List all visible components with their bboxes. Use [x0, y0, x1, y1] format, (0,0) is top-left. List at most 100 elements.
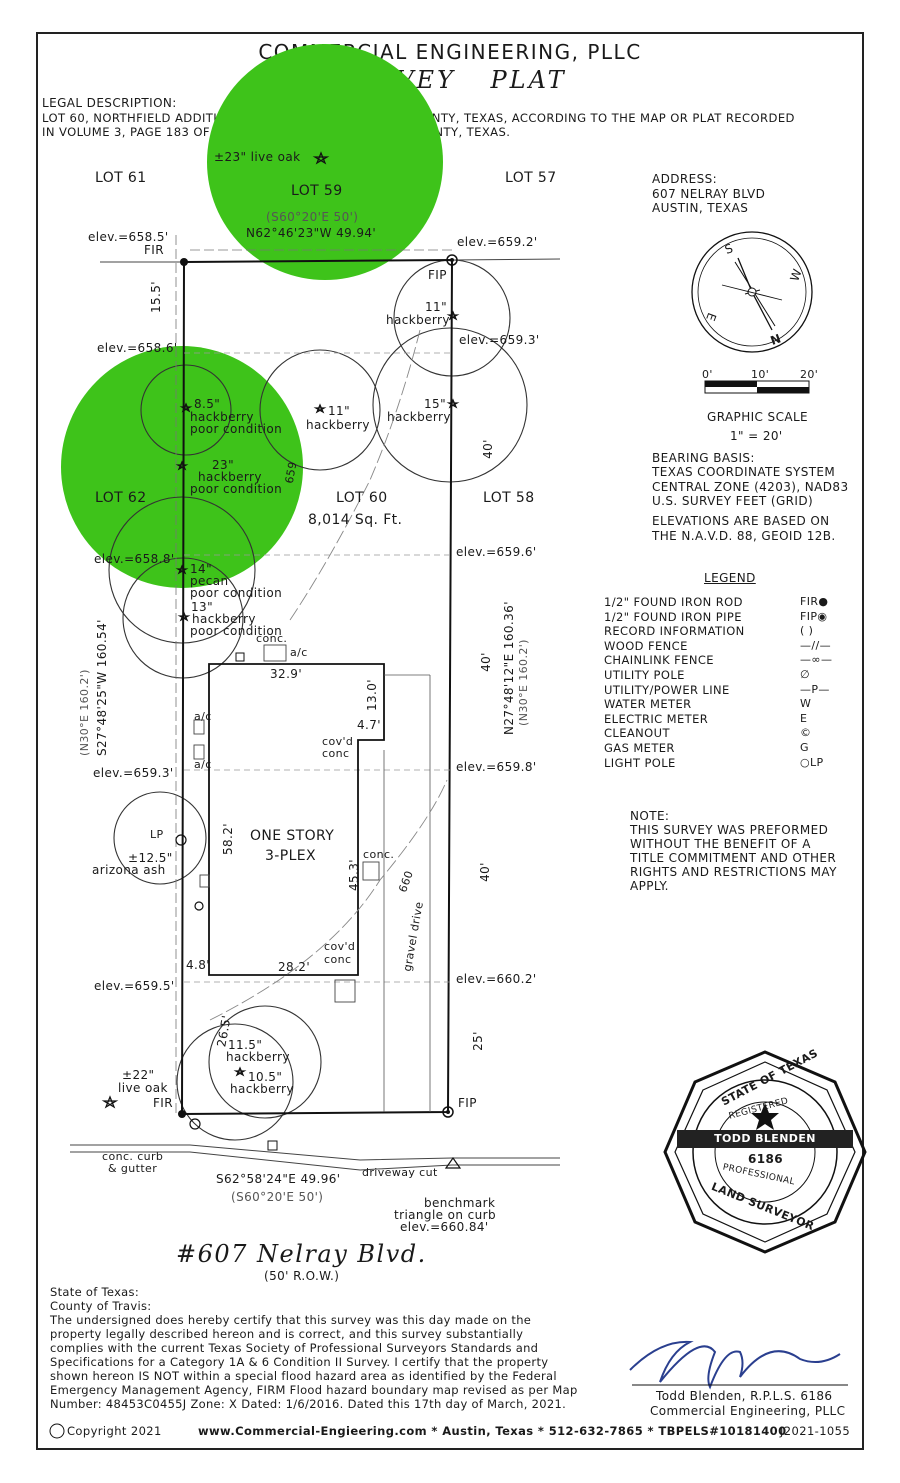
signature-stroke [629, 1340, 841, 1390]
legend-item-symbol: ○LP [800, 755, 824, 769]
legend-item-symbol: ( ) [800, 624, 814, 638]
legend-item-symbol: © [800, 726, 812, 740]
legal-heading: LEGAL DESCRIPTION: [42, 96, 177, 110]
street-name: #607 Nelray Blvd. [176, 1240, 427, 1268]
legend-item-label: RECORD INFORMATION [604, 624, 745, 639]
ac-label: a/c [194, 710, 212, 723]
page-border [36, 32, 864, 1450]
iron-rod-marker [180, 258, 188, 266]
note-line: TITLE COMMITMENT AND OTHER [630, 851, 837, 865]
tree-live-oak-label: ±23" live oak [214, 150, 301, 164]
cleanout-icon [194, 901, 204, 911]
note-line: APPLY. [630, 879, 669, 893]
legend-item-symbol: E [800, 711, 808, 725]
tree-star-icon [175, 460, 189, 471]
tree-size-label: 11" [425, 300, 447, 314]
address-line-1: 607 NELRAY BLVD [652, 187, 766, 201]
cert-line: Emergency Management Agency, FIRM Flood … [50, 1383, 578, 1397]
tree-size-label: 14" [190, 562, 212, 576]
tree-size-label: 11" [328, 404, 350, 418]
lot-line [451, 258, 561, 261]
elevation-label: elev.=659.8' [456, 760, 537, 774]
legend-item-label: CLEANOUT [604, 726, 670, 741]
tree-condition-label: poor condition [190, 422, 283, 436]
north-arrow [691, 231, 813, 353]
right-bearing: N27°48'12"E 160.36' [502, 601, 516, 735]
tree-species-label: live oak [118, 1081, 168, 1095]
elevation-label: elev.=659.3' [459, 333, 540, 347]
dimension-label: 4.8' [186, 958, 210, 972]
seal-license-number: 6186 [748, 1152, 783, 1166]
tree-star-icon [175, 564, 189, 575]
tree-star-icon [312, 151, 330, 165]
concrete-label: conc. [363, 848, 395, 861]
light-pole-icon [175, 834, 187, 846]
curb-label: & gutter [108, 1162, 158, 1175]
address-line-2: AUSTIN, TEXAS [652, 201, 749, 215]
water-meter-icon [267, 1140, 278, 1151]
legend-item-symbol: —∞— [800, 653, 833, 667]
legend-item-label: UTILITY POLE [604, 668, 685, 682]
dimension-label: 45.3' [347, 858, 362, 892]
tree-species-label: hackberry [230, 1082, 294, 1096]
elevation-basis-line: ELEVATIONS ARE BASED ON [652, 514, 830, 528]
tree-star-icon [446, 398, 460, 409]
building-footprint [208, 663, 385, 976]
light-pole-label: LP [150, 828, 164, 841]
bearing-basis-line: TEXAS COORDINATE SYSTEM [652, 465, 836, 479]
scale-tick-20: 20' [800, 368, 819, 381]
scale-tick-10: 10' [751, 368, 770, 381]
benchmark-label: benchmark [424, 1196, 496, 1210]
legend-item-label: WOOD FENCE [604, 638, 688, 653]
tree-size-label: 23" [212, 458, 234, 472]
tree-size-label: 11.5" [228, 1038, 263, 1052]
iron-pipe-marker [446, 254, 458, 266]
tree-species-label: hackberry [190, 410, 254, 424]
surveyor-firm: Commercial Engineering, PLLC [650, 1404, 846, 1418]
legend-item-symbol: FIP◉ [800, 609, 828, 623]
dimension-label: 25' [470, 1031, 485, 1051]
tree-star-icon [313, 403, 327, 414]
cert-line: Specifications for a Category 1A & 6 Con… [50, 1355, 549, 1369]
driveway-cut-label: driveway cut [362, 1166, 438, 1179]
covered-concrete-label: conc [324, 953, 352, 966]
lot-59-label: LOT 59 [291, 183, 343, 199]
tree-star-icon [177, 611, 191, 622]
bearing-basis-line: BEARING BASIS: [652, 451, 755, 465]
legend-item-label: LIGHT POLE [604, 755, 676, 770]
scale-tick-0: 0' [702, 368, 713, 381]
elevation-label: elev.=659.3' [93, 766, 174, 780]
tree-canopy [259, 349, 381, 471]
ac-label: a/c [194, 758, 212, 771]
dimension-label: 13.0' [365, 678, 380, 712]
legend-item-label: ELECTRIC METER [604, 711, 709, 726]
elevation-label: elev.=659.2' [457, 235, 538, 249]
iron-rod-marker [178, 1110, 186, 1118]
tree-canopy [208, 1005, 322, 1119]
lot-60-area: 8,014 Sq. Ft. [308, 512, 403, 528]
tree-species-label: hackberry [192, 612, 256, 626]
cert-line: The undersigned does hereby certify that… [50, 1313, 532, 1327]
record-left-bearing: (N30°E 160.2') [78, 669, 91, 756]
legend-item-label: GAS METER [604, 741, 675, 755]
fip-label: FIP [458, 1096, 477, 1110]
dimension-label: 15.5' [149, 280, 164, 314]
bearing-basis-line: U.S. SURVEY FEET (GRID) [652, 494, 814, 508]
tree-size-label: ±22" [122, 1068, 155, 1082]
tree-size-label: ±12.5" [128, 851, 173, 865]
elevation-label: elev.=658.8' [94, 552, 175, 566]
tree-star-icon [179, 402, 193, 413]
tree-star-icon [446, 310, 460, 321]
ac-label: a/c [290, 646, 308, 659]
tree-size-label: 8.5" [194, 397, 221, 411]
tree-species-label: hackberry [306, 418, 370, 432]
tree-species-label: hackberry [198, 470, 262, 484]
tree-canopy [140, 364, 232, 456]
tree-condition-label: poor condition [190, 586, 283, 600]
note-line: WITHOUT THE BENEFIT OF A [630, 837, 811, 851]
elevation-label: elev.=660.2' [456, 972, 537, 986]
tree-condition-label: poor condition [190, 624, 283, 638]
tree-star-icon [233, 1066, 247, 1077]
iron-pipe-marker [442, 1106, 454, 1118]
